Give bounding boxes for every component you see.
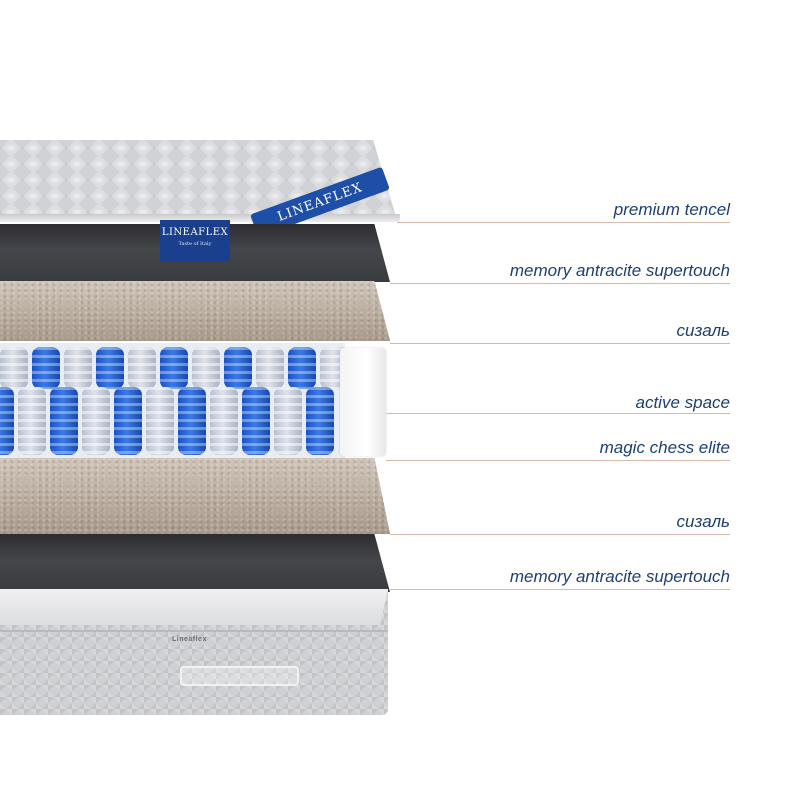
- pocket-spring: [274, 387, 302, 455]
- pocket-spring: [224, 347, 252, 389]
- bottom-cover-lip: [0, 589, 388, 625]
- pocket-spring-block: [0, 343, 348, 458]
- leader-line-memory-bottom: [390, 589, 730, 590]
- brand-tag-title: LINEAFLEX: [161, 227, 229, 238]
- pocket-spring: [114, 387, 142, 455]
- cover-edge: [0, 214, 400, 222]
- label-active-space: active space: [635, 393, 731, 412]
- pocket-spring: [160, 347, 188, 389]
- sisal-layer-top: [0, 281, 390, 341]
- cover-logo: Lineaflex: [172, 636, 207, 643]
- pocket-spring: [32, 347, 60, 389]
- leader-line-premium-tencel: [397, 222, 730, 223]
- pocket-spring: [64, 347, 92, 389]
- label-magic-chess-elite: magic chess elite: [599, 438, 730, 457]
- pocket-spring: [128, 347, 156, 389]
- spring-row-back: [0, 347, 348, 389]
- pocket-spring: [50, 387, 78, 455]
- active-space-foam-rail: [340, 348, 386, 456]
- zipper-line: [0, 630, 388, 632]
- leader-line-active-space: [386, 413, 730, 414]
- memory-foam-layer-bottom: [0, 534, 390, 592]
- pocket-spring: [256, 347, 284, 389]
- pocket-spring: [288, 347, 316, 389]
- brand-tag: LINEAFLEX Taste of Italy: [160, 220, 230, 262]
- pocket-spring: [210, 387, 238, 455]
- brand-tag-subtitle: Taste of Italy: [178, 241, 212, 247]
- leader-line-magic-chess: [386, 460, 730, 461]
- carry-handle: [180, 666, 299, 686]
- pocket-spring: [146, 387, 174, 455]
- pocket-spring: [96, 347, 124, 389]
- spring-row-front: [0, 387, 334, 455]
- leader-line-memory-top: [390, 283, 730, 284]
- pocket-spring: [306, 387, 334, 455]
- pocket-spring: [192, 347, 220, 389]
- pocket-spring: [178, 387, 206, 455]
- label-premium-tencel: premium tencel: [613, 200, 730, 219]
- pocket-spring: [0, 387, 14, 455]
- pocket-spring: [18, 387, 46, 455]
- pocket-spring: [82, 387, 110, 455]
- leader-line-sisal-top: [390, 343, 730, 344]
- label-memory-top: memory antracite supertouch: [509, 261, 730, 280]
- leader-line-sisal-bottom: [390, 534, 730, 535]
- label-memory-bottom: memory antracite supertouch: [509, 567, 730, 586]
- pocket-spring: [0, 347, 28, 389]
- label-sisal-top: сизаль: [676, 321, 730, 340]
- sisal-layer-bottom: [0, 458, 390, 534]
- pocket-spring: [242, 387, 270, 455]
- premium-tencel-cover: [0, 140, 397, 220]
- label-sisal-bottom: сизаль: [676, 512, 730, 531]
